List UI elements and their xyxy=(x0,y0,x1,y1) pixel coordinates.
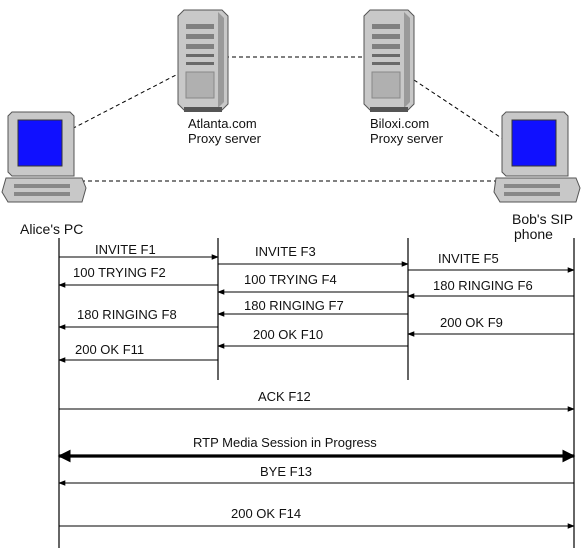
bob-label: Bob's SIP phone xyxy=(512,212,573,242)
message-label-f9: 200 OK F9 xyxy=(440,315,503,330)
message-label-f2: 100 TRYING F2 xyxy=(73,265,166,280)
message-label-f8: 180 RINGING F8 xyxy=(77,307,177,322)
biloxi-name: Biloxi.com xyxy=(370,116,430,131)
atlanta-name: Atlanta.com xyxy=(188,116,257,131)
atlanta-label: Atlanta.com Proxy server xyxy=(188,116,261,146)
message-label-f1: INVITE F1 xyxy=(95,242,156,257)
bob-screen xyxy=(511,119,557,167)
bob-phone-icon xyxy=(493,111,581,203)
biloxi-server-icon xyxy=(363,9,415,112)
atlanta-server-icon xyxy=(177,9,229,112)
message-label-f13: BYE F13 xyxy=(260,464,313,479)
biloxi-role: Proxy server xyxy=(370,131,443,146)
alice-label: Alice's PC xyxy=(20,222,83,237)
biloxi-label: Biloxi.com Proxy server xyxy=(370,116,443,146)
network-links xyxy=(59,56,513,182)
message-label-f3: INVITE F3 xyxy=(255,244,316,259)
message-label-f14: 200 OK F14 xyxy=(231,506,302,521)
bob-name: Bob's SIP xyxy=(512,211,574,227)
message-label-f12: ACK F12 xyxy=(258,389,311,404)
bob-type: phone xyxy=(514,226,553,242)
message-label-f7: 180 RINGING F7 xyxy=(244,298,344,313)
alice-name: Alice's PC xyxy=(20,221,84,237)
message-label-f6: 180 RINGING F6 xyxy=(433,278,533,293)
alice-pc-icon xyxy=(1,111,87,203)
link-alice-atlanta xyxy=(59,74,177,136)
message-label-f10: 200 OK F10 xyxy=(253,327,324,342)
link-biloxi-bob xyxy=(413,79,513,146)
message-label-rtp: RTP Media Session in Progress xyxy=(193,435,377,450)
message-label-f5: INVITE F5 xyxy=(438,251,499,266)
atlanta-role: Proxy server xyxy=(188,131,261,146)
message-arrows xyxy=(57,254,576,529)
alice-screen xyxy=(17,119,63,167)
message-label-f4: 100 TRYING F4 xyxy=(244,272,337,287)
message-label-f11: 200 OK F11 xyxy=(75,342,145,357)
